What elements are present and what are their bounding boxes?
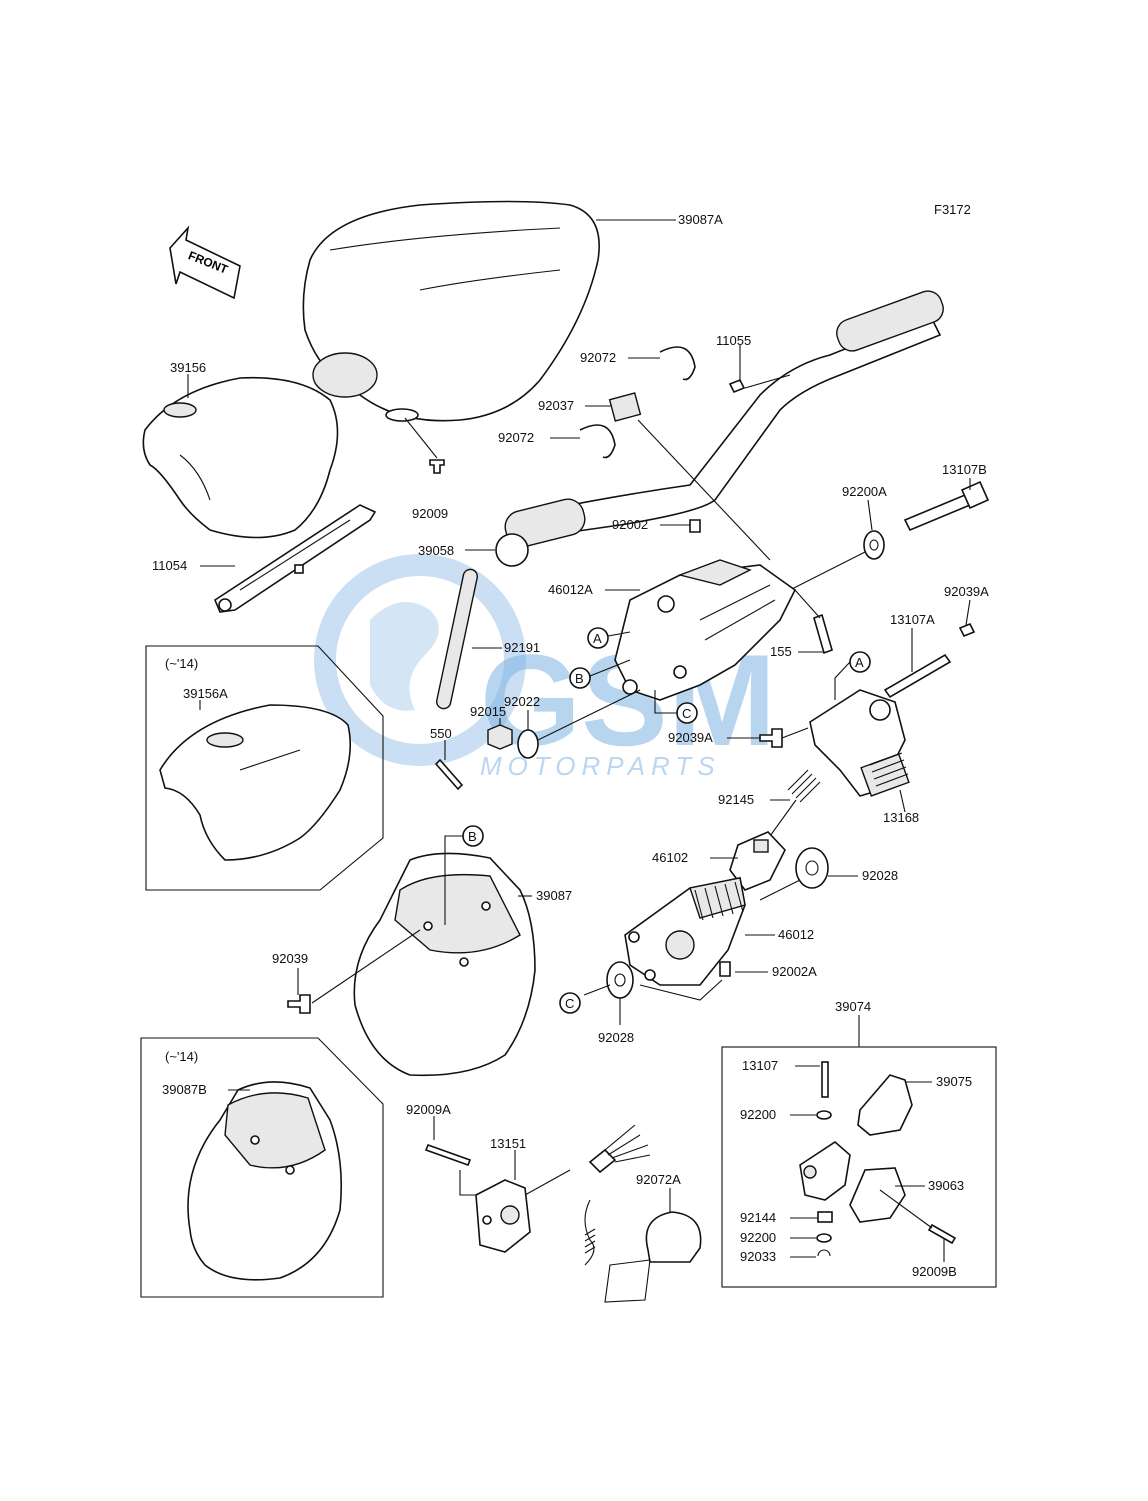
label-13107B: 13107B (942, 462, 987, 477)
label-92200-a: 92200 (740, 1107, 776, 1122)
label-46012: 46012 (778, 927, 814, 942)
label-92144: 92144 (740, 1210, 776, 1225)
variant-note-2: (~'14) (165, 1049, 198, 1064)
switch-body-drawing (799, 1140, 851, 1201)
label-92028-right: 92028 (862, 868, 898, 883)
bracket-11054-drawing (214, 504, 377, 613)
variant-box-39087B: (~'14) (140, 1037, 384, 1298)
label-92009A: 92009A (406, 1102, 451, 1117)
label-155: 155 (770, 644, 792, 659)
label-39075: 39075 (936, 1074, 972, 1089)
label-13168: 13168 (883, 810, 919, 825)
label-11055: 11055 (716, 333, 751, 348)
bolt-13107B-drawing (903, 480, 990, 532)
label-39087A: 39087A (678, 212, 723, 227)
label-13107A: 13107A (890, 612, 935, 627)
label-13151: 13151 (490, 1136, 526, 1151)
label-92002A: 92002A (772, 964, 817, 979)
label-39087: 39087 (536, 888, 572, 903)
label-92039: 92039 (272, 951, 308, 966)
figure-code: F3172 (934, 202, 971, 217)
housing-46012A-drawing (614, 559, 797, 701)
cam-46102-drawing (729, 831, 786, 891)
label-13107: 13107 (742, 1058, 778, 1073)
watermark-continent (370, 602, 439, 711)
lever-13168-drawing (809, 689, 910, 797)
label-92022: 92022 (504, 694, 540, 709)
label-39156A: 39156A (183, 686, 228, 701)
label-92002: 92002 (612, 517, 648, 532)
label-92200A: 92200A (842, 484, 887, 499)
label-39058: 39058 (418, 543, 454, 558)
label-92200-b: 92200 (740, 1230, 776, 1245)
front-arrow-icon: FRONT (169, 225, 241, 300)
callout-a-1-label: A (593, 631, 602, 646)
clamp-92072A-drawing (584, 1199, 702, 1303)
label-92015: 92015 (470, 704, 506, 719)
variant-note-1: (~'14) (165, 656, 198, 671)
callout-b-1-label: B (575, 671, 584, 686)
handlebar-drawing (495, 290, 944, 567)
label-92039A-top: 92039A (944, 584, 989, 599)
callout-a-2-label: A (855, 655, 864, 670)
callout-b-1 (569, 667, 591, 689)
label-92033: 92033 (740, 1249, 776, 1264)
label-46012A: 46012A (548, 582, 593, 597)
label-550: 550 (430, 726, 452, 741)
label-92072-top: 92072 (580, 350, 616, 365)
cover-39087A-drawing (302, 200, 600, 422)
label-92037: 92037 (538, 398, 574, 413)
callout-a-1 (587, 627, 609, 649)
cover-39156-drawing (142, 376, 339, 539)
label-39063: 39063 (928, 1178, 964, 1193)
label-39156: 39156 (170, 360, 206, 375)
label-39074: 39074 (835, 999, 871, 1014)
label-92028-bottom: 92028 (598, 1030, 634, 1045)
label-92039A-mid: 92039A (668, 730, 713, 745)
label-92072A: 92072A (636, 1172, 681, 1187)
callout-c-1-label: C (682, 706, 691, 721)
label-92145: 92145 (718, 792, 754, 807)
callout-c-2-label: C (565, 996, 574, 1011)
bracket-39075-drawing (857, 1074, 913, 1136)
label-92009: 92009 (412, 506, 448, 521)
watermark-sub: MOTORPARTS (480, 751, 721, 781)
switch-13151-drawing (475, 1124, 651, 1253)
housing-46012-drawing (624, 877, 746, 986)
label-46102: 46102 (652, 850, 688, 865)
watermark-globe (314, 554, 526, 766)
label-11054: 11054 (152, 558, 187, 573)
callout-b-2-label: B (468, 829, 477, 844)
label-39087B: 39087B (162, 1082, 207, 1097)
label-92009B: 92009B (912, 1264, 957, 1279)
variant-box-39156A: (~'14) (145, 645, 384, 891)
label-92191: 92191 (504, 640, 540, 655)
callout-c-2 (559, 992, 581, 1014)
cover-39087-drawing (353, 852, 536, 1077)
label-92072-mid: 92072 (498, 430, 534, 445)
